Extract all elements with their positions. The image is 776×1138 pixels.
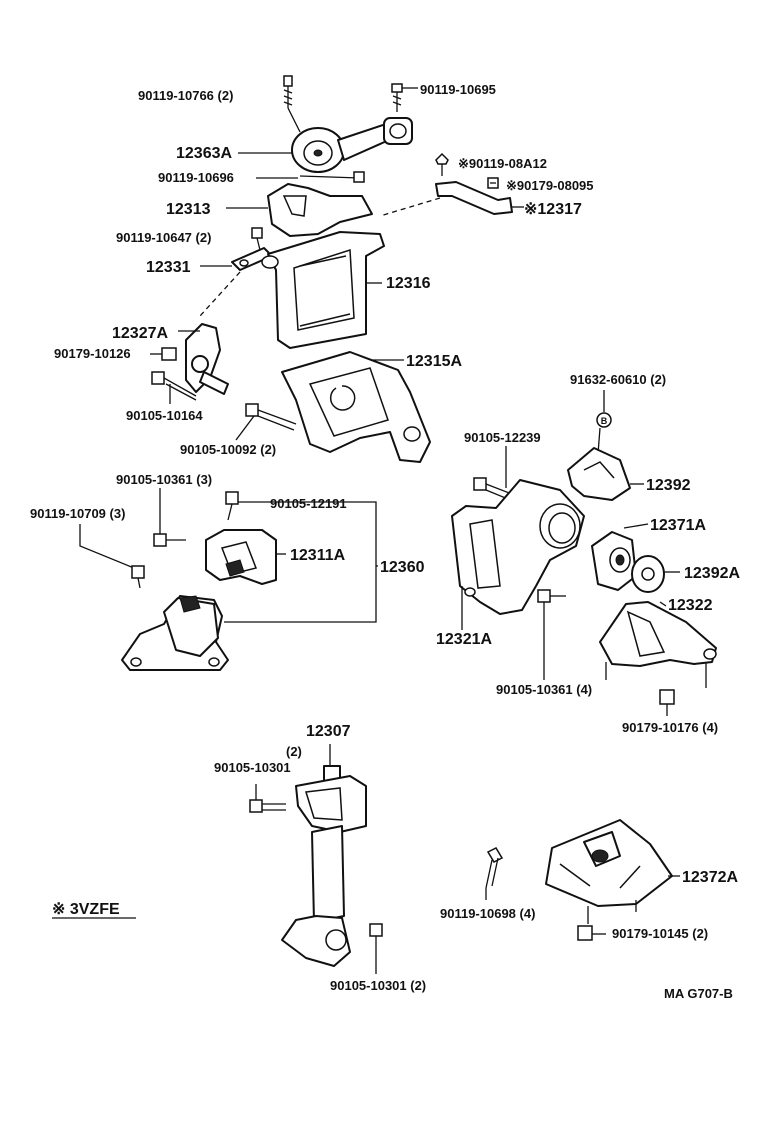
label-12327A: 12327A	[112, 325, 168, 342]
bolt-90105-12191	[225, 491, 266, 521]
stopper-12392A	[631, 555, 680, 593]
bracket-12327A	[178, 323, 229, 395]
label-90105-10301-2: 90105-10301 (2)	[330, 978, 426, 993]
bolt-90105-10164	[151, 371, 197, 404]
damper-12363A	[238, 107, 413, 173]
label-12321A: 12321A	[436, 631, 492, 648]
legend-3vzfe: ※ 3VZFE	[52, 901, 120, 918]
damper-12307	[281, 744, 367, 967]
label-90119-08A12: ※90119-08A12	[458, 156, 547, 171]
bracket-12322	[599, 601, 717, 688]
label-12372A: 12372A	[682, 869, 738, 886]
label-90119-10698: 90119-10698 (4)	[440, 906, 535, 921]
label-90119-10696: 90119-10696	[158, 170, 234, 185]
bracket-12317	[379, 181, 524, 217]
label-12331: 12331	[146, 259, 191, 276]
bolt-90105-10301-top	[249, 784, 286, 813]
label-90105-10361-3: 90105-10361 (3)	[116, 472, 212, 487]
label-90179-10176: 90179-10176 (4)	[622, 720, 718, 735]
label-90105-12191: 90105-12191	[270, 496, 347, 511]
label-90179-08095: ※90179-08095	[506, 178, 594, 193]
marker-b: B	[596, 390, 612, 455]
bolt-90119-10647	[251, 227, 263, 251]
label-12322: 12322	[668, 597, 713, 614]
bolt-90119-08A12	[435, 152, 449, 176]
bracket-12311A	[205, 529, 286, 585]
label-90105-10092: 90105-10092 (2)	[180, 442, 276, 457]
label-90119-10695: 90119-10695	[420, 82, 496, 97]
label-12315A: 12315A	[406, 353, 462, 370]
bracket-line-12360	[224, 501, 378, 623]
bolt-90105-10092	[235, 403, 297, 441]
bolt-90105-10301-bottom	[369, 923, 383, 974]
bracket-12315A	[281, 351, 431, 463]
label-12307-qty: (2)	[286, 744, 302, 759]
frame-12316	[261, 231, 385, 349]
label-90119-10647: 90119-10647 (2)	[116, 230, 211, 245]
label-90119-10766: 90119-10766 (2)	[138, 88, 233, 103]
bolt-90119-10766	[283, 75, 293, 108]
nut-90179-10126	[150, 347, 177, 361]
label-91632-60610: 91632-60610 (2)	[570, 372, 666, 387]
bolt-90105-10361-4	[537, 589, 566, 680]
label-12317: ※12317	[524, 201, 582, 218]
label-90179-10145: 90179-10145 (2)	[612, 926, 708, 941]
mount-insulator-12360	[121, 595, 229, 671]
bolt-90119-10709	[79, 524, 145, 589]
label-12360: 12360	[380, 559, 425, 576]
nut-90179-10176	[659, 689, 675, 716]
bolt-90105-10361-3	[153, 488, 186, 547]
bracket-12313	[226, 183, 373, 237]
label-12392: 12392	[646, 477, 691, 494]
label-90105-10301: 90105-10301	[214, 760, 291, 775]
label-90119-10709: 90119-10709 (3)	[30, 506, 125, 521]
bracket-12321A	[451, 479, 585, 630]
label-12311A: 12311A	[290, 547, 346, 564]
label-12307: 12307	[306, 723, 351, 740]
nut-90179-08095	[487, 177, 499, 189]
bracket-12331	[199, 247, 273, 317]
label-12313: 12313	[166, 201, 211, 218]
label-90105-12239: 90105-12239	[464, 430, 541, 445]
label-12363A: 12363A	[176, 145, 232, 162]
marker-b-text: B	[601, 416, 608, 426]
label-12371A: 12371A	[650, 517, 706, 534]
bolt-90119-10698	[485, 847, 504, 900]
bolt-90119-10695	[391, 83, 418, 112]
mount-12372A	[545, 819, 680, 924]
label-90179-10126: 90179-10126	[54, 346, 131, 361]
reference-code: MA G707-B	[664, 986, 733, 1001]
label-90105-10361-4: 90105-10361 (4)	[496, 682, 592, 697]
cover-12392	[567, 447, 644, 501]
label-12316: 12316	[386, 275, 431, 292]
label-12392A: 12392A	[684, 565, 740, 582]
nut-90179-10145	[577, 925, 606, 941]
label-90105-10164: 90105-10164	[126, 408, 203, 423]
bolt-90119-10696	[256, 171, 365, 183]
